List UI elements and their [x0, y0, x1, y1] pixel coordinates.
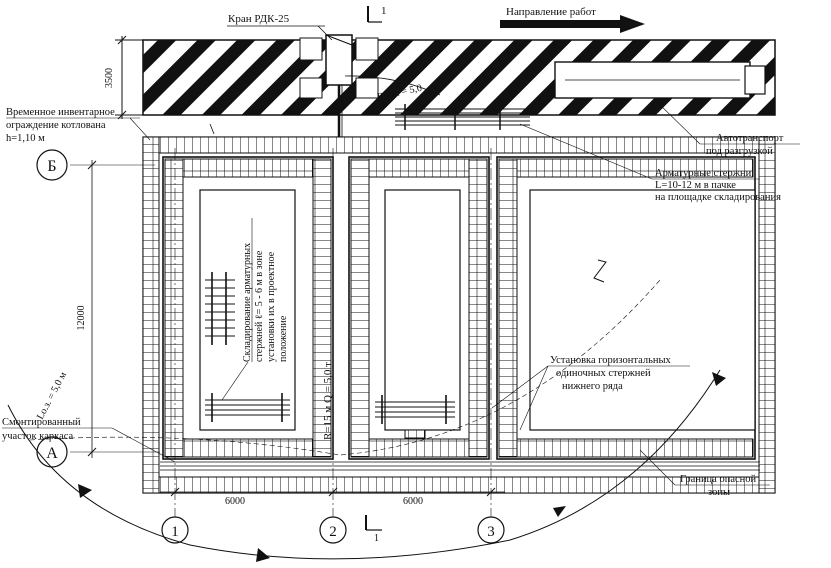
section-mark-label: 1	[381, 5, 387, 17]
storage-line-4: положение	[278, 315, 289, 362]
axis-marker-a-label: А	[46, 445, 58, 462]
dim-6000-second: 6000	[403, 496, 423, 507]
axis-marker-3: 3	[477, 516, 505, 544]
fence-line-3: h=1,10 м	[6, 133, 45, 144]
section-mark-bottom: 1	[365, 515, 382, 544]
truck-line-2: под разгрузкой	[706, 146, 773, 157]
crane-radius-arc	[29, 279, 661, 456]
dim-6000-first: 6000	[225, 496, 245, 507]
axis-marker-1: 1	[161, 516, 189, 544]
fence-line-2: ограждение котлована	[6, 120, 106, 131]
fence-line-1: Временное инвентарное	[6, 107, 115, 118]
rebar-line-3: на площадке складирования	[655, 192, 781, 203]
rebar-bundle-bottom-middle	[375, 395, 455, 439]
axis-marker-2-label: 2	[329, 524, 337, 540]
rebar-bundle-storage	[205, 272, 235, 345]
danger-zone-arc	[7, 369, 721, 560]
section-mark-top: 1	[367, 5, 387, 23]
fence-note: Временное инвентарное ограждение котлова…	[6, 107, 215, 144]
foundation-pit	[142, 136, 776, 494]
install-line-3: нижнего ряда	[562, 381, 623, 392]
height-dimension-label: 12000	[76, 306, 87, 331]
rebar-line-1: Арматурные стержни	[655, 168, 752, 179]
bottom-dimensions: 6000 6000	[160, 487, 505, 507]
axis-lines	[70, 148, 492, 525]
rebar-line-2: L=10-12 м в пачке	[655, 180, 736, 191]
storage-note: Складирование арматурных стержней ℓ= 5 -…	[221, 218, 289, 401]
axis-marker-2: 2	[319, 516, 347, 544]
mounted-line-2: участок каркаса	[2, 431, 74, 442]
rebar-bundle-bottom-left	[205, 393, 290, 422]
danger-marker-left	[78, 484, 92, 498]
axis-marker-3-label: 3	[487, 524, 495, 540]
road-width-dimension: 3500	[104, 35, 127, 120]
direction-label: Направление работ	[506, 6, 596, 18]
danger-marker-far-right	[712, 372, 726, 386]
danger-marker-bottom	[256, 548, 270, 562]
lo-label: Lo.з. = 5,0 м	[35, 370, 69, 422]
danger-note: Граница опасной зоны	[639, 449, 770, 498]
crane-label: Кран РДК-25	[228, 13, 290, 25]
height-dimension: 12000	[76, 160, 97, 458]
axis-marker-b-label: Б	[47, 158, 56, 175]
mounted-note: Смонтированный участок каркаса	[2, 417, 176, 463]
install-line-2: одиночных стержней	[556, 368, 651, 379]
danger-line-1: Граница опасной	[680, 474, 757, 485]
direction-arrow: Направление работ	[500, 6, 645, 33]
install-note: Установка горизонтальных одиночных стерж…	[491, 355, 690, 431]
mounted-line-1: Смонтированный	[2, 417, 81, 428]
rebar-stack	[395, 104, 530, 130]
storage-line-2: стержней ℓ= 5 - 6 м в зоне	[254, 250, 265, 362]
radius-label: R=15 м Q = 5,0 т	[322, 362, 334, 440]
truck-note: Автотранспорт под разгрузкой	[654, 99, 800, 157]
axis-marker-b: Б	[36, 149, 68, 181]
road-width-label: 3500	[104, 68, 115, 88]
truck-outline	[554, 61, 766, 99]
storage-line-1: Складирование арматурных	[242, 243, 253, 362]
danger-line-2: зоны	[708, 487, 730, 498]
section-mark-bottom-label: 1	[374, 533, 379, 544]
axis-marker-1-label: 1	[171, 524, 179, 540]
truck-line-1: Автотранспорт	[716, 133, 784, 144]
break-mark	[593, 259, 607, 283]
rebar-note: Арматурные стержни L=10-12 м в пачке на …	[519, 123, 781, 203]
storage-line-3: установки их в проектное	[266, 251, 277, 362]
danger-marker-right	[553, 506, 566, 517]
install-line-1: Установка горизонтальных	[550, 355, 672, 366]
